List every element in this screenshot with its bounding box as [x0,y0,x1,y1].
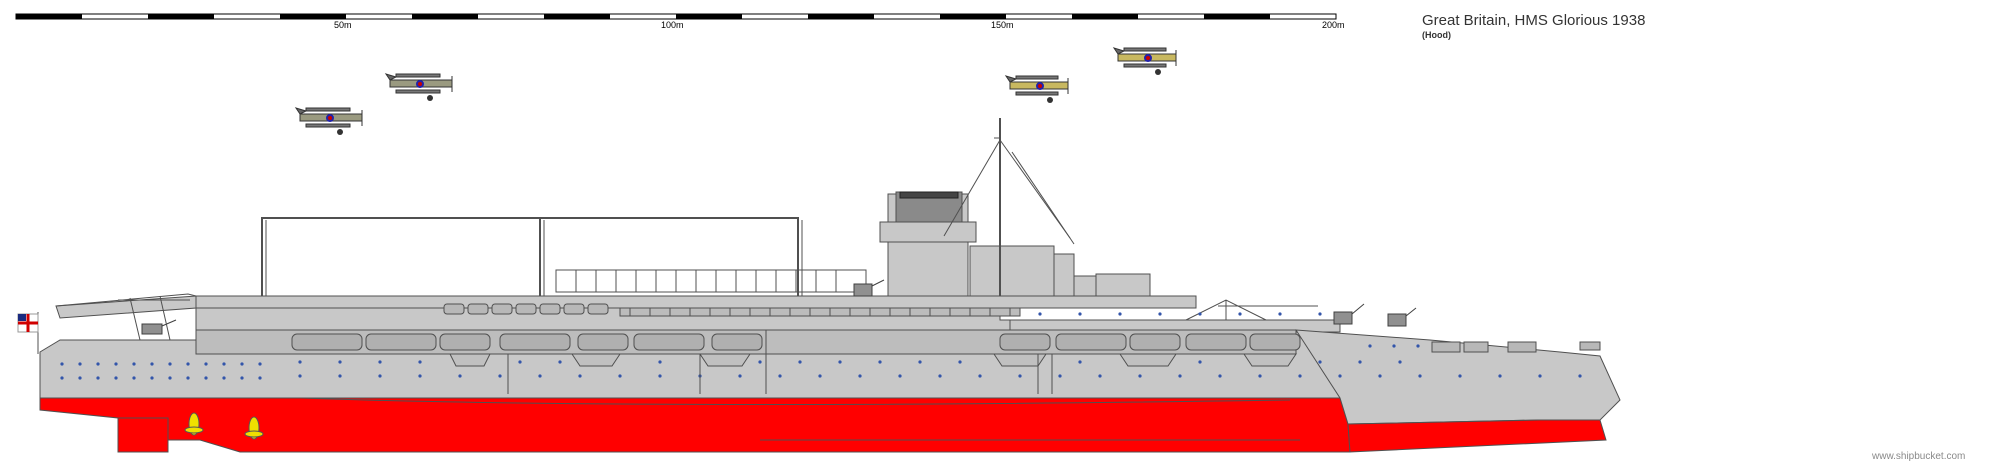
scale-label-150m: 150m [991,20,1014,30]
aircraft-carrier-profile [17,118,1621,453]
scale-label-50m: 50m [334,20,352,30]
biplane-icon [1112,47,1177,75]
scale-label-200m: 200m [1322,20,1345,30]
biplane-icon [294,107,363,135]
scale-label-100m: 100m [661,20,684,30]
biplane-icon [384,73,453,101]
scale-bar: 50m 100m 150m 200m [15,13,1345,30]
biplane-icon [1004,75,1069,103]
watermark: www.shipbucket.com [1872,451,1966,462]
drawing-title: Great Britain, HMS Glorious 1938 [1422,12,1646,29]
drawing-subtitle: (Hood) [1422,30,1451,40]
propeller-icon [184,412,264,440]
ensign-flag-icon [17,312,39,354]
underwater-hull [39,397,1351,453]
bow [1295,329,1621,425]
island-superstructure [879,191,1151,297]
